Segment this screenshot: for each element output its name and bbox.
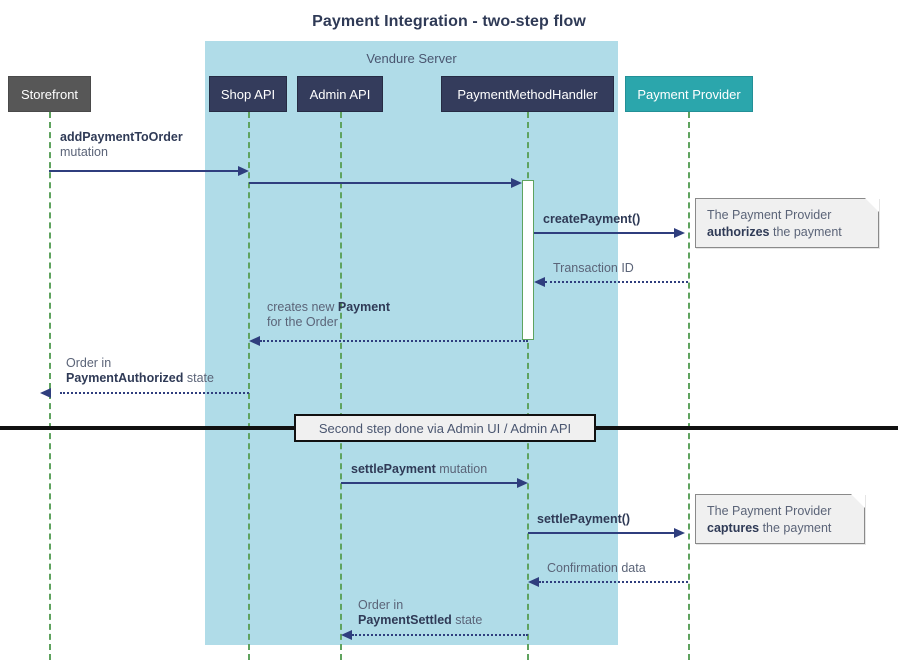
participant-admin-api-label: Admin API: [309, 86, 371, 102]
participant-payment-method-handler[interactable]: PaymentMethodHandler: [441, 76, 614, 112]
message-line-add-payment-to-order: [49, 170, 238, 172]
message-label-order-payment-settled-l1: Order in: [358, 598, 404, 612]
message-label-order-payment-settled-rest: state: [451, 613, 483, 627]
message-label-creates-new-payment-bold: Payment: [337, 300, 390, 314]
message-label-creates-new-payment: creates new Payment for the Order: [267, 300, 390, 330]
message-line-transaction-id: [545, 281, 688, 283]
participant-shop-api[interactable]: Shop API: [209, 76, 287, 112]
message-label-transaction-id: Transaction ID: [553, 261, 634, 276]
note-authorizes-payment: The Payment Provider authorizes the paym…: [695, 198, 879, 248]
message-label-order-payment-authorized-rest: state: [183, 371, 214, 385]
diagram-title: Payment Integration - two-step flow: [312, 13, 586, 30]
message-arrow-order-payment-settled: [341, 630, 352, 640]
note-captures-rest: the payment: [759, 521, 832, 535]
message-label-transaction-id-text: Transaction ID: [553, 261, 634, 275]
divider-line-right: [594, 426, 898, 430]
participant-admin-api[interactable]: Admin API: [297, 76, 383, 112]
message-label-settle-payment-mutation-bold: settlePayment: [351, 462, 436, 476]
message-label-confirmation-data: Confirmation data: [547, 561, 646, 576]
message-arrow-confirmation-data: [528, 577, 539, 587]
lifeline-shop-api: [248, 112, 250, 660]
message-label-settle-payment-mutation-rest: mutation: [435, 462, 488, 476]
message-arrow-settle-payment-call: [674, 528, 685, 538]
message-line-create-payment: [534, 232, 674, 234]
participant-shop-api-label: Shop API: [220, 86, 276, 102]
message-label-add-payment-to-order-bold: addPaymentToOrder: [60, 130, 183, 144]
divider-line-left: [0, 426, 298, 430]
participant-payment-method-handler-label: PaymentMethodHandler: [457, 86, 598, 102]
note-authorizes-bold: authorizes: [707, 225, 770, 239]
message-label-order-payment-authorized-bold: PaymentAuthorized: [66, 371, 184, 385]
note-authorizes-line1: The Payment Provider: [707, 208, 832, 222]
group-box-vendure-server: [205, 41, 618, 645]
lifeline-payment-method-handler: [527, 112, 529, 660]
message-line-confirmation-data: [539, 581, 688, 583]
message-arrow-shop-api-to-handler: [511, 178, 522, 188]
note-captures-payment: The Payment Provider captures the paymen…: [695, 494, 865, 544]
message-label-creates-new-payment-sub: for the Order: [267, 315, 338, 329]
message-arrow-create-payment: [674, 228, 685, 238]
note-captures-line1: The Payment Provider: [707, 504, 832, 518]
message-label-settle-payment-call-bold: settlePayment(): [537, 512, 631, 526]
divider-label: Second step done via Admin UI / Admin AP…: [318, 420, 572, 436]
message-label-confirmation-data-text: Confirmation data: [547, 561, 646, 575]
lifeline-payment-provider: [688, 112, 690, 660]
message-label-creates-new-payment-pre: creates new: [267, 300, 338, 314]
lifeline-storefront: [49, 112, 51, 660]
message-arrow-settle-payment-mutation: [517, 478, 528, 488]
message-label-add-payment-to-order-sub: mutation: [60, 145, 108, 159]
message-line-settle-payment-call: [528, 532, 674, 534]
message-line-creates-new-payment: [260, 340, 528, 342]
participant-storefront[interactable]: Storefront: [8, 76, 91, 112]
message-label-add-payment-to-order: addPaymentToOrder mutation: [60, 130, 183, 160]
lifeline-admin-api: [340, 112, 342, 660]
message-label-settle-payment-call: settlePayment(): [537, 512, 630, 527]
message-arrow-transaction-id: [534, 277, 545, 287]
message-line-order-payment-settled: [352, 634, 528, 636]
message-label-create-payment-bold: createPayment(): [543, 212, 641, 226]
message-line-shop-api-to-handler: [249, 182, 511, 184]
message-label-order-payment-authorized: Order in PaymentAuthorized state: [66, 356, 214, 386]
note-authorizes-rest: the payment: [769, 225, 842, 239]
message-label-order-payment-authorized-l1: Order in: [66, 356, 112, 370]
message-label-order-payment-settled: Order in PaymentSettled state: [358, 598, 482, 628]
message-label-settle-payment-mutation: settlePayment mutation: [351, 462, 487, 477]
message-arrow-add-payment-to-order: [238, 166, 249, 176]
message-label-create-payment: createPayment(): [543, 212, 640, 227]
group-box-label: Vendure Server: [366, 51, 457, 66]
message-line-settle-payment-mutation: [341, 482, 517, 484]
note-captures-bold: captures: [707, 521, 760, 535]
participant-storefront-label: Storefront: [20, 86, 79, 102]
message-arrow-creates-new-payment: [249, 336, 260, 346]
participant-payment-provider-label: Payment Provider: [637, 86, 741, 102]
message-line-order-payment-authorized: [60, 392, 249, 394]
divider-label-box: Second step done via Admin UI / Admin AP…: [294, 414, 596, 442]
activation-bar-payment-method-handler: [522, 180, 534, 340]
participant-payment-provider[interactable]: Payment Provider: [625, 76, 753, 112]
message-arrow-order-payment-authorized: [40, 388, 51, 398]
message-label-order-payment-settled-bold: PaymentSettled: [358, 613, 452, 627]
